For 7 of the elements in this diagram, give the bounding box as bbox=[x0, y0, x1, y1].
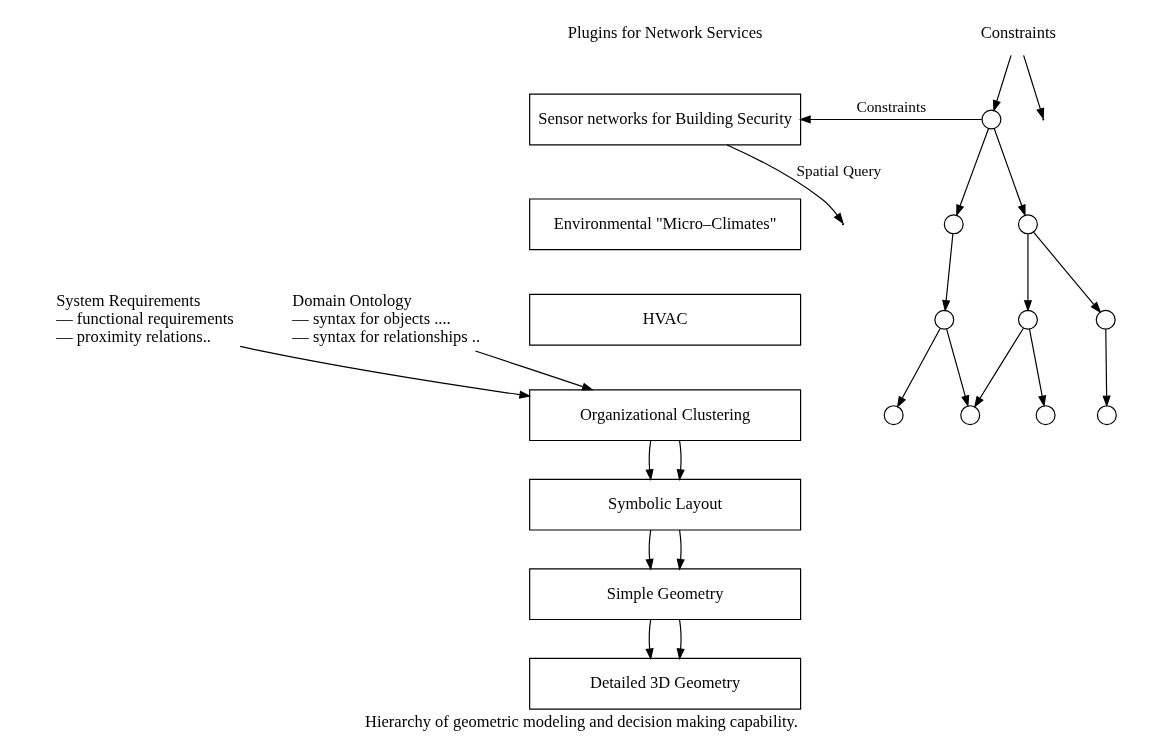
node-text: Domain Ontology — syntax for objects .... — syntax for relationships .. bbox=[292, 291, 481, 346]
node-text: System Requirements — functional requirements — proximity relations.. bbox=[56, 291, 234, 346]
node-text: Constraints bbox=[980, 23, 1056, 43]
edge-label: Constraints bbox=[856, 97, 927, 115]
label: Plugins for Network Services bbox=[567, 23, 763, 43]
caption: Hierarchy of geometric modeling and decision making capability. bbox=[365, 711, 798, 731]
edge-label: Spatial Query bbox=[796, 161, 882, 179]
